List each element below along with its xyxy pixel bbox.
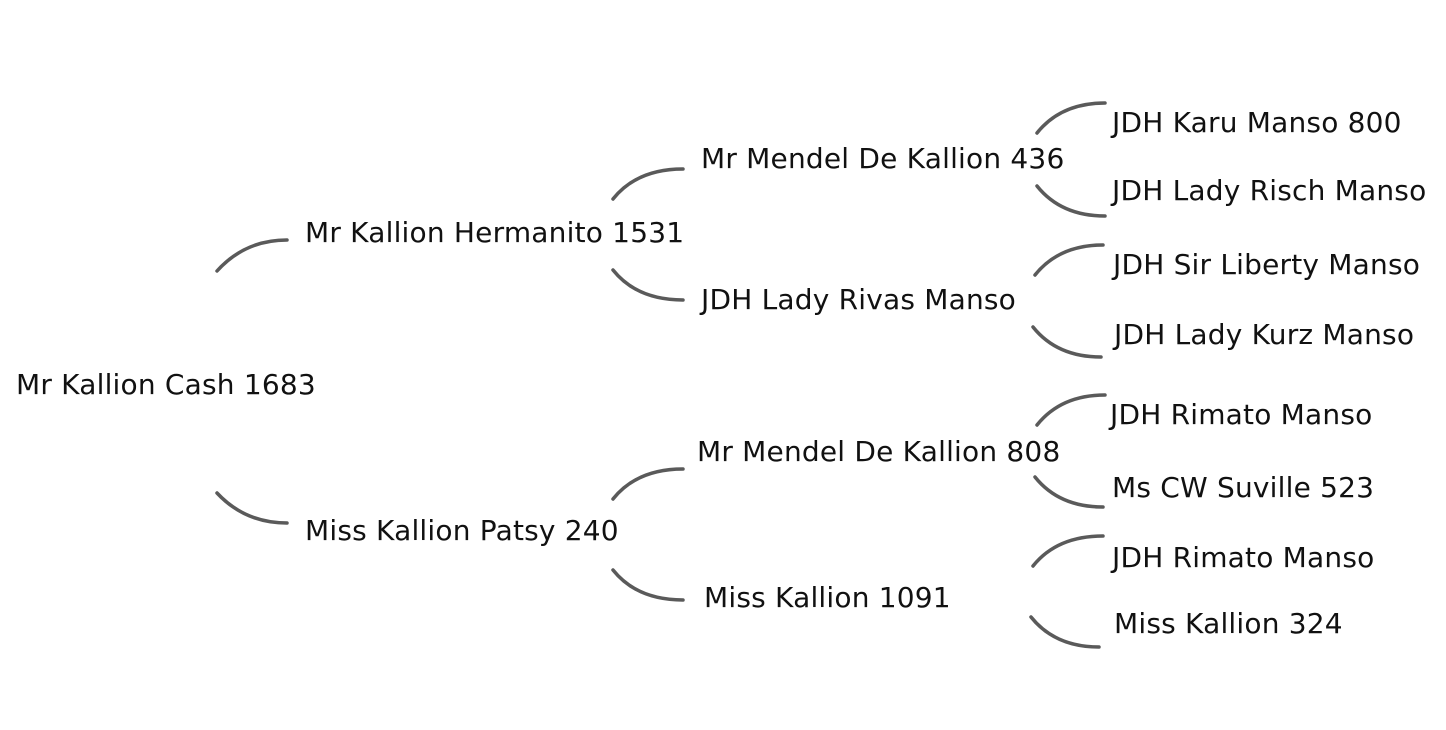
connector-sd-sire [1033, 243, 1105, 277]
sire-sire-sire-node: JDH Karu Manso 800 [1112, 106, 1402, 139]
dam-sire-dam-node: Ms CW Suville 523 [1112, 471, 1375, 504]
connector-sd-dam [1031, 325, 1103, 359]
dam-sire-node: Mr Mendel De Kallion 808 [697, 435, 1061, 468]
sire-sire-node: Mr Mendel De Kallion 436 [701, 142, 1065, 175]
connector-sire-dam [611, 268, 685, 302]
connector-sire-sire [611, 167, 685, 201]
dam-dam-node: Miss Kallion 1091 [704, 581, 951, 614]
connector-ds-sire [1035, 393, 1107, 427]
sire-dam-sire-node: JDH Sir Liberty Manso [1113, 248, 1421, 281]
connector-dd-sire [1031, 534, 1105, 568]
connector-dd-dam [1029, 615, 1101, 649]
dam-node: Miss Kallion Patsy 240 [305, 514, 619, 547]
sire-dam-dam-node: JDH Lady Kurz Manso [1114, 318, 1415, 351]
sire-dam-node: JDH Lady Rivas Manso [701, 283, 1017, 316]
dam-dam-dam-node: Miss Kallion 324 [1114, 607, 1343, 640]
connector-ds-dam [1033, 475, 1105, 509]
connector-ss-dam [1035, 184, 1107, 218]
connector-dam-sire [611, 467, 685, 501]
connector-ss-sire [1035, 101, 1107, 135]
connector-root-sire [215, 238, 289, 273]
dam-dam-sire-node: JDH Rimato Manso [1112, 541, 1375, 574]
connector-dam-dam [611, 568, 685, 602]
sire-sire-dam-node: JDH Lady Risch Manso [1112, 174, 1427, 207]
root-node: Mr Kallion Cash 1683 [16, 368, 316, 401]
sire-node: Mr Kallion Hermanito 1531 [305, 216, 685, 249]
connector-root-dam [215, 491, 289, 525]
dam-sire-sire-node: JDH Rimato Manso [1110, 398, 1373, 431]
